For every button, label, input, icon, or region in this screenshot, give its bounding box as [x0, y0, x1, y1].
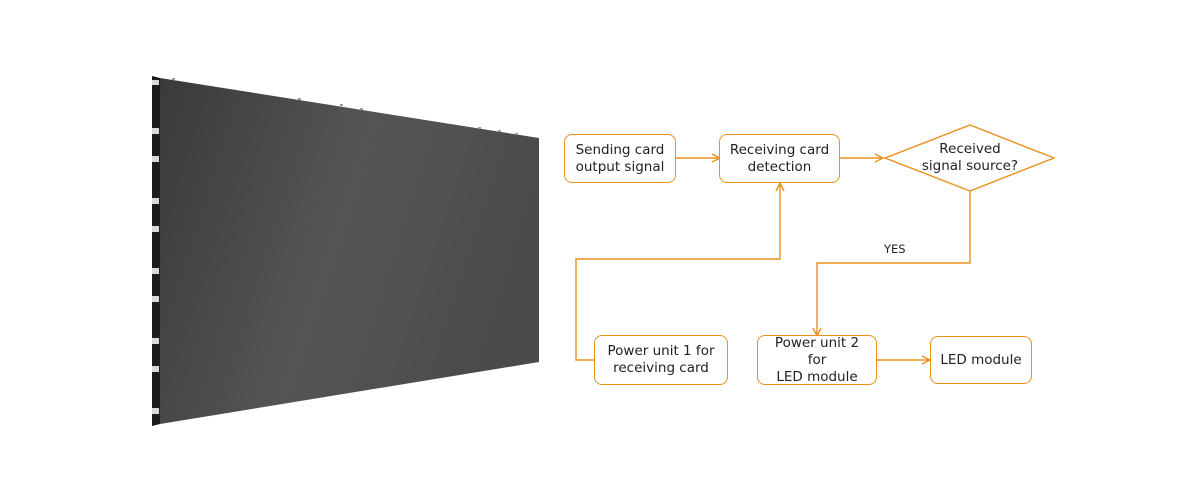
- led-display-panel-image: [152, 76, 539, 426]
- node-receiving-card: Receiving card detection: [719, 134, 840, 183]
- panel-connectors: [152, 80, 159, 414]
- panel-top-pins: [172, 78, 518, 135]
- node-power-unit-1: Power unit 1 for receiving card: [594, 335, 728, 385]
- node-power-unit-2: Power unit 2 for LED module: [757, 335, 877, 385]
- edge-power1-to-receiving: [575, 184, 780, 361]
- node-decision-text: Received signal source?: [921, 141, 1019, 174]
- decision-diamond-shape: [883, 124, 1056, 192]
- flow-connectors: [575, 158, 971, 361]
- edge-label-yes: YES: [884, 242, 906, 256]
- node-led-module: LED module: [930, 336, 1032, 384]
- node-sending-card: Sending card output signal: [564, 134, 676, 183]
- panel-face: [160, 78, 539, 424]
- edge-decision-to-power2: [817, 191, 971, 335]
